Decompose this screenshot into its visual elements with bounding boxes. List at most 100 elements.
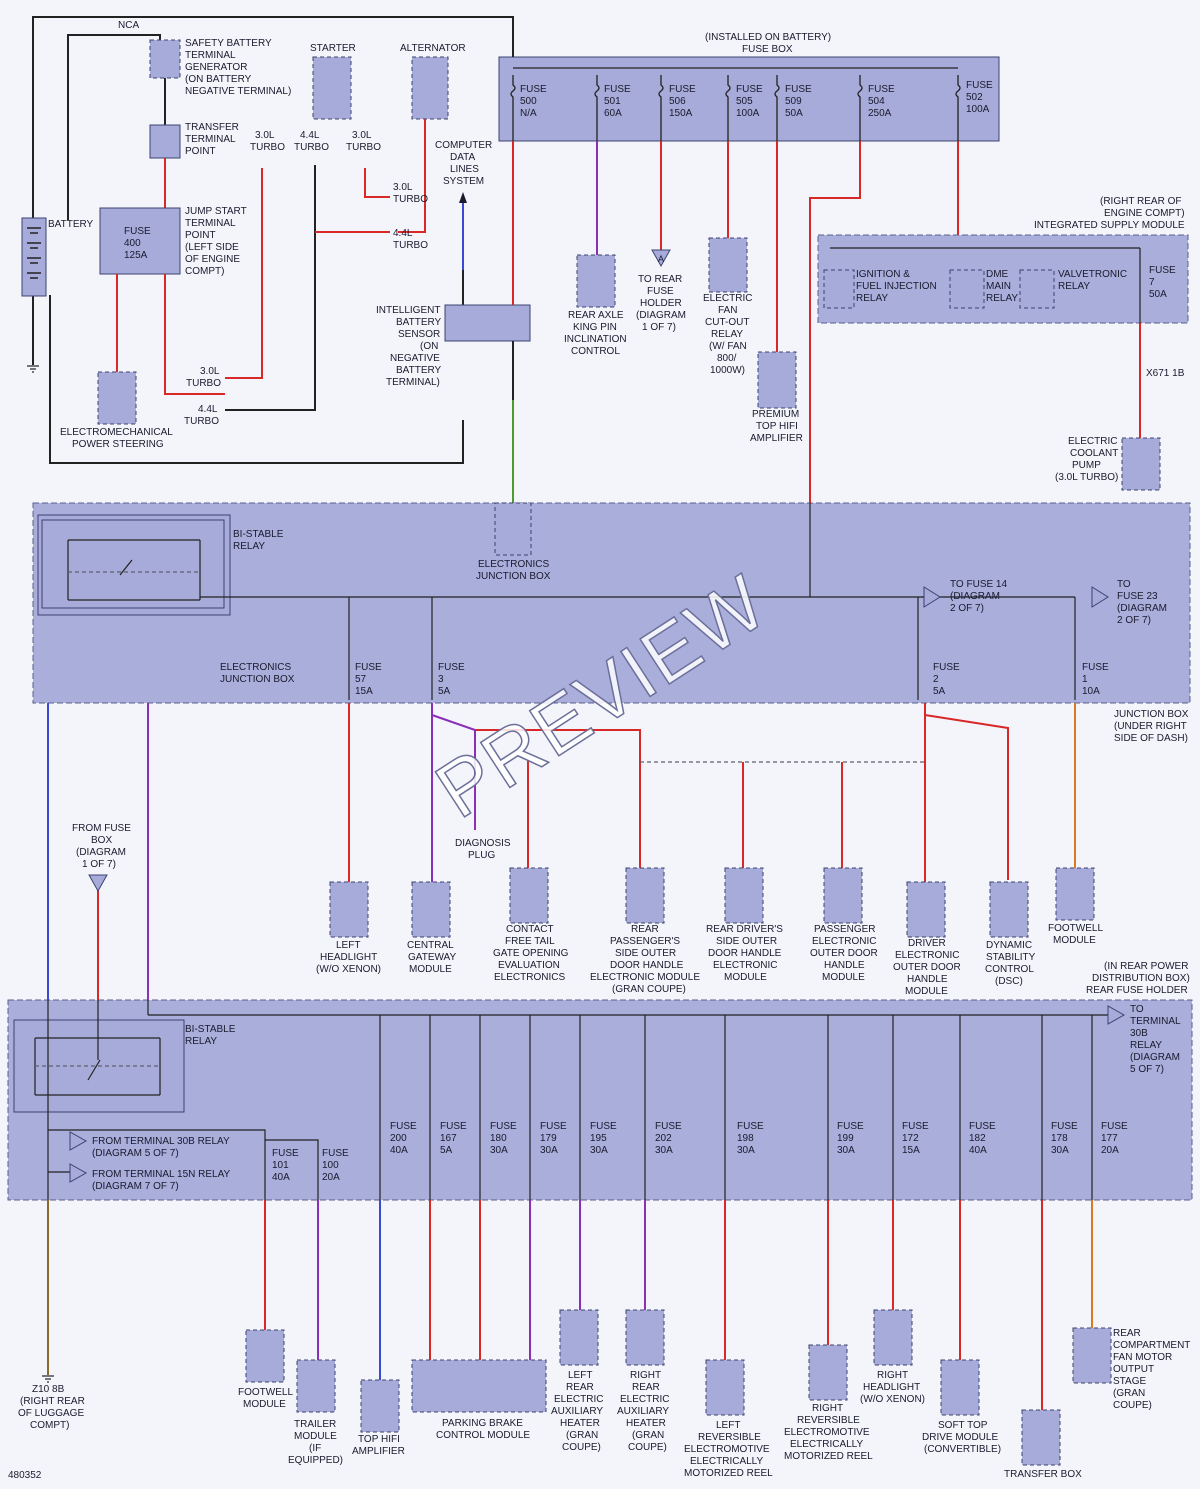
dme-main-relay (949, 269, 985, 309)
svg-text:250A: 250A (868, 108, 892, 119)
from-fuse-l2: BOX (91, 835, 112, 846)
bistable-top-l2: RELAY (233, 541, 265, 552)
svg-text:(GRAN: (GRAN (1113, 1388, 1145, 1399)
transfer-l1: TRANSFER (185, 122, 239, 133)
transfer-l2: TERMINAL (185, 134, 236, 145)
svg-text:PASSENGER'S: PASSENGER'S (610, 936, 680, 947)
left-rear-aux-heater (559, 1309, 599, 1366)
svg-text:FUSE: FUSE (737, 1121, 764, 1132)
svg-text:506: 506 (669, 96, 686, 107)
to-fuse14-l3: 2 OF 7) (950, 603, 984, 614)
battery-fuse-box (498, 56, 1000, 142)
fan-l7: 1000W) (710, 365, 745, 376)
svg-text:100A: 100A (736, 108, 760, 119)
svg-text:CONTROL: CONTROL (985, 964, 1034, 975)
hifi-l2: TOP HIFI (756, 421, 798, 432)
turbo44-c-1: 4.4L (393, 228, 413, 239)
svg-text:5A: 5A (438, 686, 451, 697)
intelligent-battery-sensor (444, 304, 531, 342)
ignition-fuel-relay (823, 269, 855, 309)
diagram-id: 480352 (8, 1470, 42, 1481)
ign-l2: FUEL INJECTION (856, 281, 937, 292)
svg-text:RELAY: RELAY (1130, 1040, 1162, 1051)
hifi-l1: PREMIUM (752, 409, 799, 420)
bistable-top-l1: BI-STABLE (233, 529, 284, 540)
svg-text:FUSE: FUSE (440, 1121, 467, 1132)
svg-text:AUXILIARY: AUXILIARY (617, 1406, 669, 1417)
svg-text:EVALUATION: EVALUATION (498, 960, 560, 971)
electromechanical-power-steering (97, 371, 137, 425)
svg-text:FUSE: FUSE (1101, 1121, 1128, 1132)
svg-text:200: 200 (390, 1133, 407, 1144)
safety-l1: SAFETY BATTERY (185, 38, 272, 49)
svg-text:30A: 30A (837, 1145, 855, 1156)
coolant-l1: ELECTRIC (1068, 436, 1117, 447)
svg-text:(GRAN: (GRAN (632, 1430, 664, 1441)
premium-top-hifi-amplifier (757, 351, 797, 409)
from-fuse-l4: 1 OF 7) (82, 859, 116, 870)
svg-text:5A: 5A (440, 1145, 453, 1156)
connector-b-triangle (923, 586, 941, 608)
starter (312, 56, 352, 120)
turbo30-c-1: 3.0L (393, 182, 413, 193)
connector-a-triangle-2 (88, 874, 108, 893)
turbo30-a-2: TURBO (250, 142, 285, 153)
ibs-l4: (ON (420, 341, 438, 352)
ign-l3: RELAY (856, 293, 888, 304)
svg-text:198: 198 (737, 1133, 754, 1144)
fan-l3: CUT-OUT (705, 317, 749, 328)
transfer-box-label: TRANSFER BOX (1004, 1469, 1082, 1480)
connector-d-triangle (1107, 1005, 1126, 1025)
to-fuse23-l2: FUSE 23 (1117, 591, 1158, 602)
fan-l1: ELECTRIC (703, 293, 752, 304)
dme-l1: DME (986, 269, 1009, 280)
ejb-l2: JUNCTION BOX (220, 674, 295, 685)
turbo30-b-1: 3.0L (352, 130, 372, 141)
fan-l5: (W/ FAN (709, 341, 747, 352)
svg-text:FUSE: FUSE (355, 662, 382, 673)
rear-driver-door-handle-module (724, 867, 764, 924)
svg-text:ELECTRONIC MODULE: ELECTRONIC MODULE (590, 972, 700, 983)
bistable-bot-l2: RELAY (185, 1036, 217, 1047)
jump-l1: JUMP START (185, 206, 247, 217)
svg-text:30A: 30A (1051, 1145, 1069, 1156)
svg-text:MOTORIZED REEL: MOTORIZED REEL (784, 1451, 873, 1462)
svg-text:20A: 20A (322, 1172, 340, 1183)
svg-text:FUSE: FUSE (322, 1148, 349, 1159)
svg-text:COUPE): COUPE) (628, 1442, 667, 1453)
ign-l1: IGNITION & (856, 269, 910, 280)
svg-text:REVERSIBLE: REVERSIBLE (698, 1432, 761, 1443)
svg-text:5 OF 7): 5 OF 7) (1130, 1064, 1164, 1075)
svg-text:FUSE: FUSE (520, 84, 547, 95)
ground-symbol-bottom (42, 1375, 54, 1383)
svg-text:N/A: N/A (520, 108, 537, 119)
svg-text:REAR DRIVER'S: REAR DRIVER'S (706, 924, 783, 935)
electric-fan-cutout-relay (708, 237, 748, 293)
svg-text:HEATER: HEATER (560, 1418, 600, 1429)
from15n-l2: (DIAGRAM 7 OF 7) (92, 1181, 179, 1192)
central-gateway-module (411, 881, 451, 938)
svg-text:40A: 40A (390, 1145, 408, 1156)
coolant-l3: PUMP (1072, 460, 1101, 471)
to-fuse14-l2: (DIAGRAM (950, 591, 1000, 602)
pdb-l3: REAR FUSE HOLDER (1086, 985, 1188, 996)
svg-text:MOTORIZED REEL: MOTORIZED REEL (684, 1468, 773, 1479)
fuse-box-l2: FUSE BOX (742, 44, 793, 55)
svg-text:GATE OPENING: GATE OPENING (493, 948, 569, 959)
ground-symbol (27, 365, 39, 373)
svg-text:ELECTRONIC: ELECTRONIC (895, 950, 959, 961)
rear-compartment-fan-stage (1072, 1327, 1112, 1384)
svg-text:30A: 30A (540, 1145, 558, 1156)
svg-text:TRAILER: TRAILER (294, 1419, 336, 1430)
fw-bot-l1: FOOTWELL (238, 1387, 293, 1398)
diag-l2: PLUG (468, 850, 495, 861)
transfer-terminal-point (149, 124, 181, 159)
svg-text:3: 3 (438, 674, 444, 685)
svg-text:100: 100 (322, 1160, 339, 1171)
svg-text:40A: 40A (272, 1172, 290, 1183)
battery (21, 217, 47, 297)
svg-text:FUSE: FUSE (969, 1121, 996, 1132)
